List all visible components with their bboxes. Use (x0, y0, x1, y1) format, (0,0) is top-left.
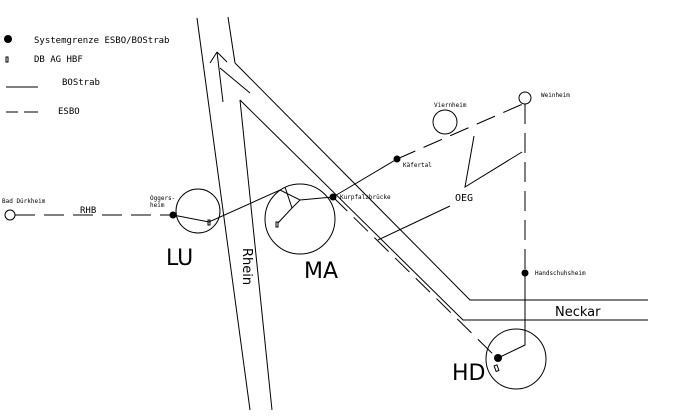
hd-circle (485, 328, 547, 390)
weinheim-circle (518, 91, 532, 105)
viernheim-circle (432, 109, 458, 135)
oeg-line (332, 158, 398, 198)
legend-station: DB AG HBF (34, 55, 83, 65)
kurpfalzbruecke-label: Kurpfalzbrücke (340, 194, 391, 201)
lu-station-icon (207, 219, 211, 226)
hd-border-point (494, 354, 502, 362)
north-arrow-icon (216, 51, 224, 103)
bad-durkheim-circle (4, 209, 16, 221)
oeg-label: OEG (455, 193, 473, 204)
station-legend-icon (5, 56, 9, 63)
legend-bostrab: BOStrab (62, 78, 100, 88)
legend-esbo: ESBO (58, 107, 80, 117)
hd-station-icon (493, 364, 500, 373)
viernheim-label: Viernheim (434, 102, 467, 109)
bad-durkheim-label: Bad Dürkheim (2, 198, 46, 205)
lu-label: LU (166, 246, 193, 271)
esbo-line-hd (332, 196, 498, 359)
neckar-river: Neckar (234, 62, 648, 321)
legend: Systemgrenze ESBO/BOStrab DB AG HBF BOSt… (4, 35, 169, 117)
oggersheim-label-2: heim (150, 202, 165, 209)
hd-label: HD (452, 361, 485, 386)
legend-border-point: Systemgrenze ESBO/BOStrab (34, 36, 169, 46)
oggersheim-label-1: Oggers- (150, 195, 175, 202)
rhein-label: Rhein (239, 248, 254, 285)
esbo-line-weinheim (396, 102, 526, 160)
handschuhsheim-label: Handschuhsheim (535, 270, 586, 277)
rhein-river: Rhein (196, 16, 273, 411)
weinheim-label: Weinheim (541, 92, 570, 99)
kaefertal-label: Käfertal (403, 162, 432, 169)
lu-circle (175, 188, 221, 234)
rhb-label: RHB (80, 206, 96, 216)
ma-label: MA (304, 259, 338, 284)
ma-station-icon (275, 221, 279, 228)
neckar-label: Neckar (555, 305, 601, 320)
border-point-legend-icon (4, 35, 12, 43)
ma-circle (264, 183, 336, 255)
